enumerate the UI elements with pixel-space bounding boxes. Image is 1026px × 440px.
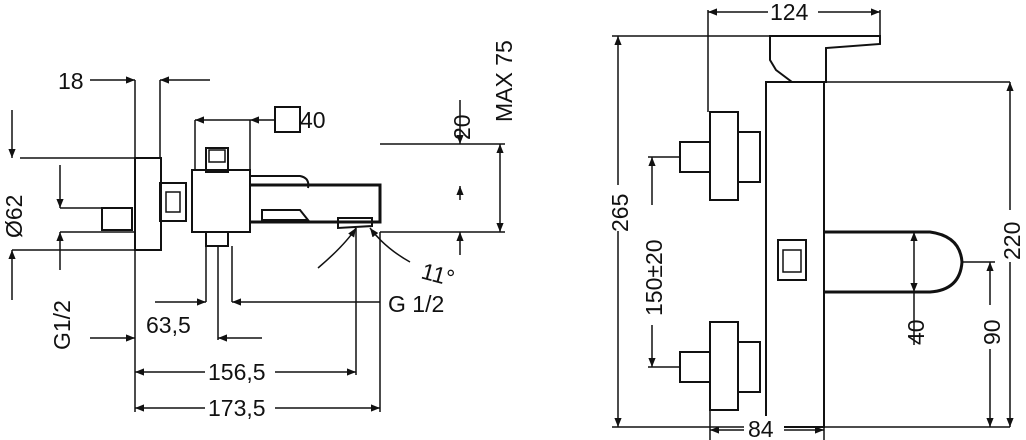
spout-outline — [250, 183, 382, 224]
dim-label-220: 220 — [999, 222, 1025, 260]
side-view: 18 40 20 MAX 75 Ø62 G1/2 11° G 1/2 — [1, 40, 517, 421]
dim-label-63-5: 63,5 — [146, 312, 191, 338]
connector-inner — [165, 191, 181, 213]
dim-label-124: 124 — [770, 0, 809, 25]
dim-label-20: 20 — [449, 114, 475, 140]
spout-top-curve — [250, 175, 310, 189]
dim-label-max75: MAX 75 — [491, 40, 517, 122]
upper-valve-nut — [737, 131, 761, 183]
dim-label-84: 84 — [748, 416, 774, 440]
upper-valve-disk — [709, 111, 739, 201]
dim-label-g12-bottom: G 1/2 — [388, 291, 444, 317]
dim-label-150: 150±20 — [641, 239, 667, 316]
dim-label-156-5: 156,5 — [208, 359, 266, 385]
lower-valve-stem — [679, 351, 711, 383]
square-symbol — [274, 106, 301, 133]
handle-stem — [205, 147, 229, 173]
bottom-inlet — [205, 231, 229, 247]
spout-cavity — [261, 209, 311, 221]
dim-label-diameter-62: Ø62 — [1, 195, 27, 238]
eccentric-connector — [159, 182, 187, 222]
handle-top — [208, 149, 226, 163]
dim-label-18: 18 — [58, 68, 84, 94]
dim-label-90: 90 — [979, 319, 1005, 345]
spout-tip — [337, 217, 373, 230]
lower-valve-disk — [709, 321, 739, 411]
mounting-plate — [134, 157, 162, 251]
front-body — [765, 81, 825, 428]
front-view: 124 265 150±20 220 40 90 84 — [604, 0, 1025, 440]
dim-label-173-5: 173,5 — [208, 395, 266, 421]
wall-stub — [101, 207, 133, 231]
dim-label-40-square: 40 — [300, 107, 326, 133]
dim-label-265: 265 — [607, 194, 633, 232]
body-block — [191, 169, 251, 233]
dim-label-angle: 11° — [419, 258, 458, 292]
spout-front — [824, 230, 964, 294]
dim-label-g12-left: G1/2 — [49, 300, 75, 350]
lever-handle — [769, 35, 881, 83]
upper-valve-stem — [679, 141, 711, 173]
lower-valve-nut — [737, 341, 761, 393]
dim-label-40: 40 — [903, 319, 929, 345]
diverter-button — [777, 239, 807, 281]
diverter-button-inner — [782, 249, 802, 273]
